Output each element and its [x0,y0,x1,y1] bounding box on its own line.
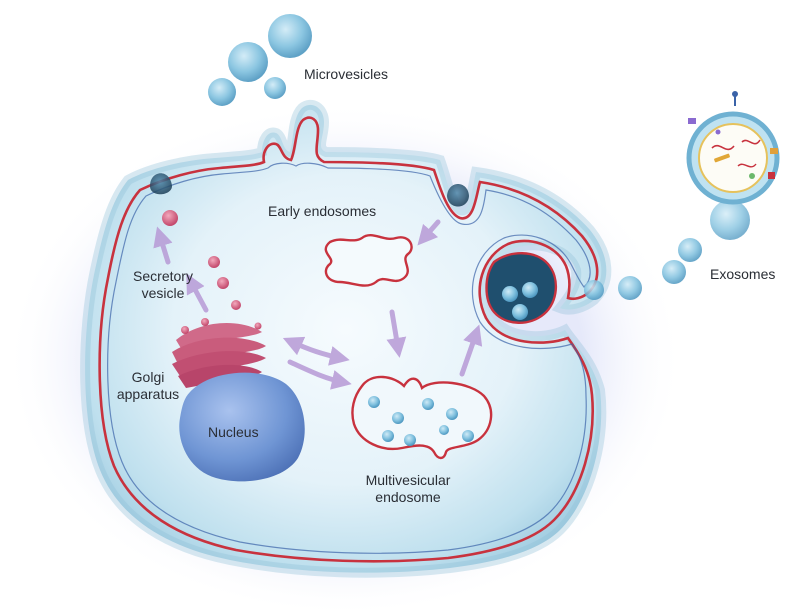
microvesicle [264,77,286,99]
exosome-detail [686,91,780,205]
label-multivesicular-endosome: Multivesicular endosome [348,472,468,506]
label-golgi-apparatus: Golgi apparatus [108,369,188,403]
label-mve-line2: endosome [375,489,441,505]
microvesicle [208,78,236,106]
membrane-pits [150,173,469,207]
label-golgi-line1: Golgi [131,369,165,385]
nucleus [179,372,305,482]
label-microvesicles: Microvesicles [304,66,389,82]
label-nucleus: Nucleus [208,424,259,440]
label-early-endosomes: Early endosomes [268,203,377,219]
microvesicle [268,14,312,58]
plasma-membrane [98,116,599,563]
mve-fusing-pocket [485,252,557,324]
microvesicle [228,42,268,82]
label-secretory-vesicle: Secretory vesicle [118,268,208,302]
released-exosomes [584,200,750,300]
label-secretory-line1: Secretory [133,268,193,284]
multivesicular-endosome [351,375,493,460]
plasma-membrane-inner [107,162,591,554]
golgi-apparatus [172,318,266,388]
microvesicles [208,14,312,106]
label-golgi-line2: apparatus [116,386,180,402]
label-secretory-line2: vesicle [141,285,185,301]
secretory-vesicles [162,210,241,310]
early-endosome [324,233,413,287]
label-mve-line1: Multivesicular [365,472,451,488]
label-exosomes: Exosomes [710,266,776,282]
arrows [153,219,483,390]
